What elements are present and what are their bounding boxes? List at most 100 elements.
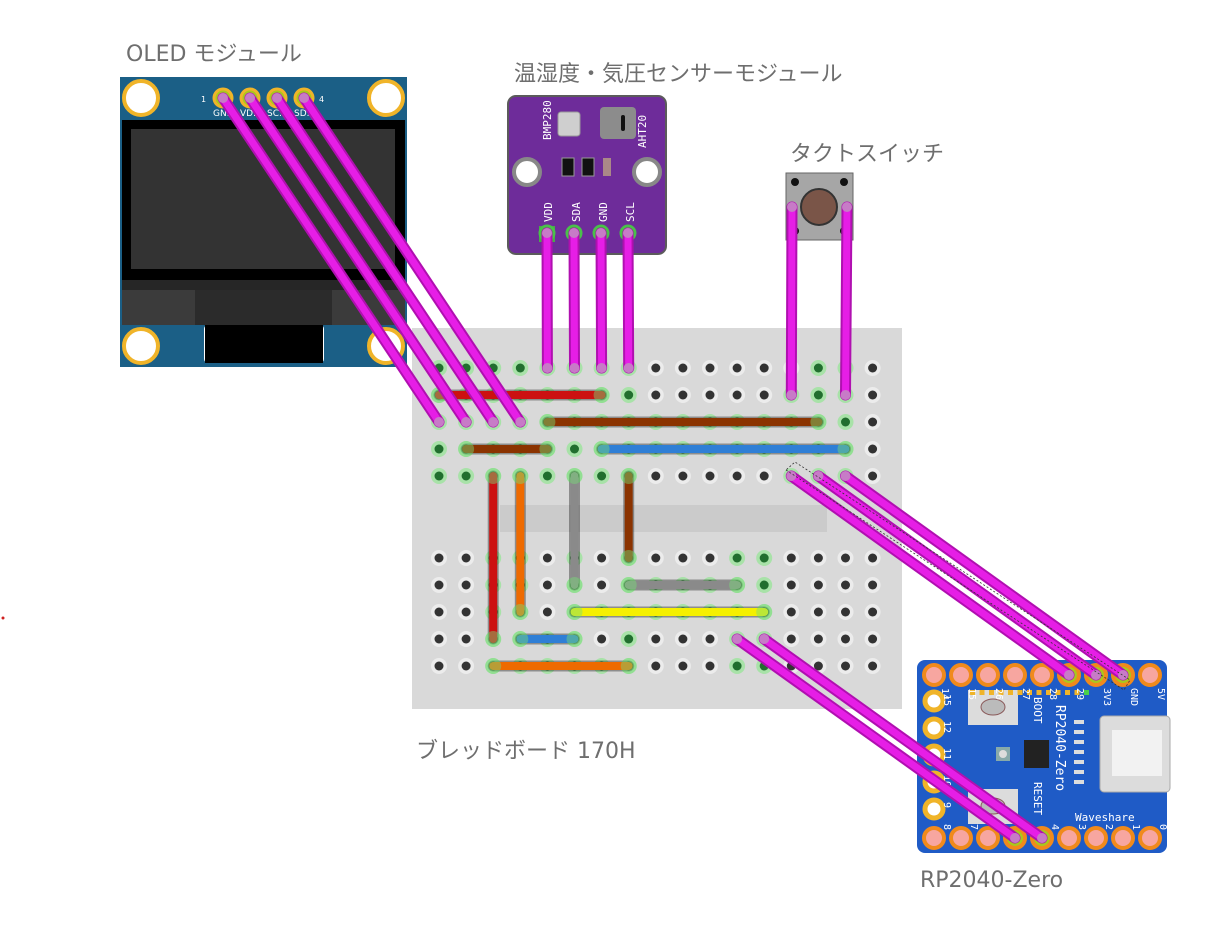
switch-leg-tl — [791, 178, 799, 186]
magenta-wire — [733, 635, 1019, 842]
breadboard-hole — [597, 553, 607, 563]
magenta-wire-end — [218, 93, 228, 103]
oled-pin-label: VD. — [240, 109, 256, 119]
sensor-pin-label-sda: SDA — [570, 202, 583, 222]
breadboard-hole — [597, 471, 607, 481]
breadboard-hole — [461, 607, 471, 617]
mcu-pin-label: 11 — [941, 748, 952, 760]
magenta-wire-end — [1091, 670, 1101, 680]
wire-end — [512, 604, 529, 620]
magenta-wire — [570, 229, 578, 372]
magenta-wire-end — [759, 634, 770, 644]
breadboard-hole — [434, 553, 444, 563]
breadboard-hole — [597, 634, 607, 644]
magenta-wire-end — [786, 471, 797, 481]
mcu-dot — [998, 690, 1004, 695]
magenta-wire-end — [840, 471, 851, 481]
magenta-wire — [273, 94, 497, 426]
magenta-wire — [219, 94, 443, 426]
flash-chip — [1024, 740, 1049, 768]
mcu-dotted-line — [970, 690, 1089, 695]
wire-end — [566, 604, 583, 620]
oled-pin-number-4: 4 — [319, 95, 324, 104]
mcu-pin-label: 14 — [939, 688, 950, 700]
breadboard-hole — [732, 553, 742, 563]
mcu-pin-bottom-7 — [949, 826, 973, 850]
magenta-wire-end — [515, 417, 526, 427]
breadboard-hole — [868, 444, 878, 454]
wire-end — [620, 550, 637, 566]
boot-silkscreen: BOOT — [1031, 697, 1044, 724]
breadboard-hole — [813, 390, 823, 400]
mcu-pin-label: 7 — [968, 824, 979, 830]
breadboard-hole — [732, 661, 742, 671]
breadboard-hole — [786, 634, 796, 644]
magenta-wire-end — [623, 363, 634, 373]
magenta-wire — [842, 203, 851, 399]
breadboard-label: ブレッドボード 170H — [416, 739, 636, 764]
breadboard-hole — [597, 580, 607, 590]
breadboard-hole — [651, 390, 661, 400]
mcu-pin-label: 29 — [1074, 688, 1085, 700]
module-jumper-wires — [217, 92, 1129, 844]
mcu-pin-top-26 — [976, 663, 1000, 687]
breadboard-hole — [841, 634, 850, 644]
wire-end — [485, 631, 502, 647]
mcu-dot — [989, 690, 994, 695]
breadboard-hole — [786, 607, 796, 617]
breadboard-hole — [813, 580, 823, 590]
breadboard-hole — [759, 363, 769, 373]
magenta-wire-end — [299, 93, 309, 103]
magenta-wire-end — [840, 390, 851, 400]
wire-end — [729, 577, 746, 593]
mcu-dot — [1084, 690, 1089, 695]
breadboard-hole — [570, 444, 579, 454]
breadboard-hole — [759, 553, 769, 563]
sensor-smd-3 — [603, 158, 611, 176]
mcu-smd-part — [1074, 730, 1084, 734]
mcu-model-silkscreen: RP2040-Zero — [1052, 705, 1067, 791]
magenta-wire-end — [461, 417, 472, 427]
breadboard-hole — [705, 661, 715, 671]
usb-c-inner — [1112, 730, 1162, 776]
sensor-module[interactable]: BMP280 AHT20 VDD SDA GND SCL — [507, 95, 667, 255]
mcu-label: RP2040-Zero — [920, 868, 1064, 893]
sensor-module-label: 温湿度・気圧センサーモジュール — [514, 62, 843, 87]
breadboard-hole — [515, 363, 525, 373]
breadboard-hole — [678, 471, 688, 481]
wire-end — [512, 468, 529, 484]
magenta-wire-end — [813, 471, 824, 481]
mcu-pin-bottom-1 — [1111, 826, 1135, 850]
mcu-pin-left-15 — [922, 689, 946, 713]
wire-end — [620, 658, 637, 674]
mcu-pin-label: 15 — [966, 688, 977, 700]
switch-button — [800, 188, 838, 226]
wire-end — [566, 577, 583, 593]
breadboard-hole — [651, 661, 661, 671]
breadboard-hole — [841, 417, 850, 427]
mcu-smd-part — [1074, 780, 1084, 784]
breadboard-hole — [841, 661, 850, 671]
wire-end — [593, 387, 610, 403]
magenta-wire-end — [569, 228, 579, 238]
magenta-wire-end — [596, 363, 607, 373]
breadboard-hole — [542, 580, 552, 590]
wire-end — [593, 441, 610, 457]
magenta-wire-end — [542, 228, 552, 238]
breadboard-hole — [868, 580, 878, 590]
mcu-pin-left-9 — [922, 797, 946, 821]
breadboard[interactable] — [412, 328, 902, 709]
mcu-smd-part — [1074, 770, 1084, 774]
mcu-dot — [1046, 690, 1051, 695]
breadboard-hole — [732, 363, 742, 373]
mcu-pin-left-12 — [922, 716, 946, 740]
bmp280-silkscreen: BMP280 — [541, 100, 554, 140]
breadboard-hole — [841, 553, 850, 563]
stray-marker — [1, 616, 5, 620]
breadboard-hole — [759, 390, 769, 400]
mcu-dot — [1017, 690, 1023, 695]
breadboard-hole — [868, 390, 878, 400]
oled-flex-center — [195, 290, 332, 325]
wire-end — [566, 468, 583, 484]
